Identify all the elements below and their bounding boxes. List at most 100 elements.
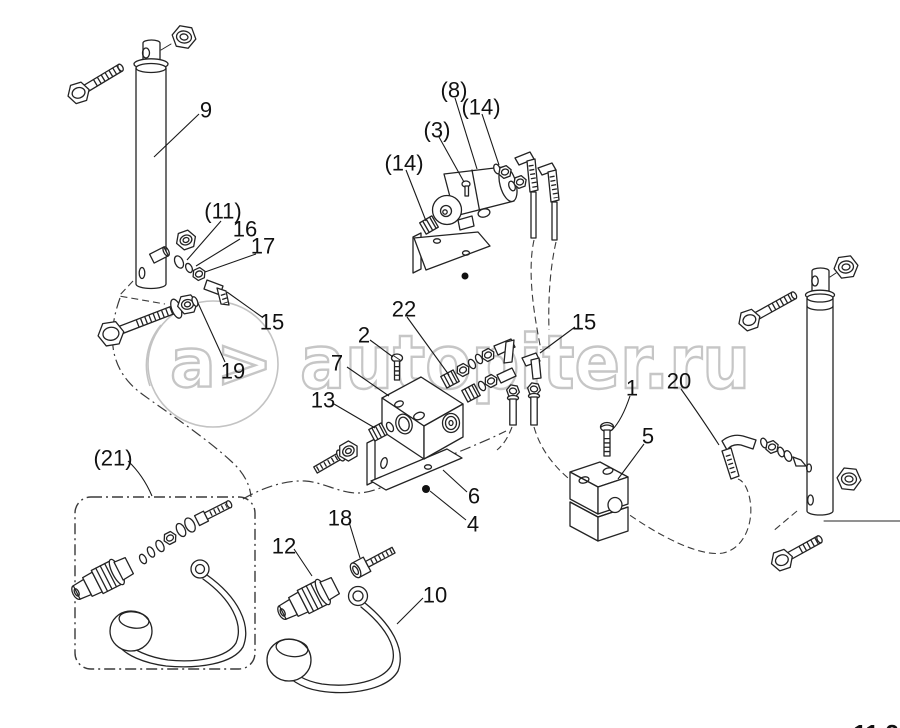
callout-16: 16: [233, 217, 257, 242]
fitting-13-bolt: [313, 437, 363, 474]
mount-point-dot: [461, 272, 469, 280]
valve-port-stub: [477, 208, 491, 218]
dust-cap-10-plug: [266, 638, 312, 682]
seal-washer-11: [173, 255, 185, 269]
hose-end-2-tube: [530, 396, 538, 426]
manifold-front-port-thread: [398, 416, 410, 432]
elbow-low-body: [496, 367, 517, 384]
cylinder-port-hole-left: [138, 266, 146, 280]
kit-box-21: [66, 496, 256, 670]
bolt-19-head: [95, 319, 127, 348]
callout-7: 7: [331, 351, 343, 376]
callout-8: (8): [441, 78, 468, 103]
manifold-side-port-ring: [444, 415, 458, 431]
cylinder-rim-right: [806, 297, 834, 303]
hex-21: [161, 529, 179, 547]
valve-foot: [457, 215, 475, 231]
manifold-top-oval: [413, 411, 425, 421]
bolt-18: [349, 546, 396, 579]
elbow-20-bend: [721, 434, 757, 451]
cylinder-tube-left: [135, 62, 167, 290]
fitting-cluster-22-15: [440, 338, 543, 426]
callout-14-right: (14): [461, 95, 500, 120]
hose-route-c: [620, 478, 752, 555]
hose-route-valve-2: [548, 241, 557, 331]
valve-ring-2: [508, 180, 516, 192]
watermark-logo-text: a>: [170, 325, 273, 404]
screw-1-head-dome: [600, 424, 614, 428]
callout-15-right: 15: [572, 310, 596, 335]
ring-22a: [467, 358, 477, 370]
cone-21: [138, 553, 148, 565]
elbow-15b-leg: [530, 357, 542, 380]
cone-20: [792, 456, 807, 467]
kit-box-border: [74, 496, 256, 670]
break-mark-right: [771, 510, 798, 533]
elbow-threads: [220, 293, 229, 304]
route-line-left: [111, 297, 252, 498]
solenoid-valve-assembly: [412, 151, 560, 280]
leader-lines: [127, 97, 720, 625]
dust-cap-10-strap-outer: [281, 602, 401, 694]
callout-9: 9: [200, 98, 212, 123]
dust-cap-10-plug-top: [275, 638, 309, 658]
callout-5: 5: [642, 424, 654, 449]
callout-2: 2: [358, 323, 370, 348]
callout-19: 19: [221, 359, 245, 384]
hose-route-valve: [530, 239, 542, 351]
callout-17: 17: [251, 234, 275, 259]
bracket-6-hole: [423, 464, 433, 470]
manifold-side-port-hole: [448, 419, 454, 427]
callout-12: 12: [272, 534, 296, 559]
rod-pin-hole-left: [141, 47, 151, 59]
dust-cap-21-eyelet-hole: [194, 563, 206, 575]
callout-labels: 9 (11) 16 17 15 19 (8) (14) (3) (14) 22 …: [93, 78, 691, 608]
bracket-6-plate: [370, 448, 463, 491]
callout-22: 22: [392, 297, 416, 322]
watermark-logo-circle-sketch: [145, 324, 162, 387]
ring-21a: [146, 546, 156, 558]
quick-coupler-12: [272, 572, 343, 628]
bolt-right-top: [735, 291, 798, 334]
assembly-axis-left: [160, 43, 172, 51]
hose-fitting-20: [721, 434, 807, 480]
dust-cap-10-eyelet: [347, 585, 369, 607]
valve-hose-1: [530, 191, 537, 239]
bolt-top-left: [64, 63, 124, 106]
callout-20: 20: [667, 369, 691, 394]
page-ref: 11.2: [853, 721, 898, 728]
ring-20b: [777, 446, 785, 458]
cylinder-side-port-right: [805, 463, 813, 473]
elbow-15a-leg: [503, 339, 515, 364]
bolt-right-bottom: [767, 535, 823, 574]
dust-cap-21-strap-outer: [118, 574, 247, 668]
hose-route-a: [496, 426, 513, 451]
callout-4: 4: [467, 512, 479, 537]
valve-coil-core: [439, 204, 453, 218]
callout-15-left: 15: [260, 310, 284, 335]
callout-18: 18: [328, 506, 352, 531]
clamp-pipe-notch: [607, 496, 623, 514]
valve-hose-crimp-1: [526, 158, 539, 193]
fitting-13-ring: [385, 421, 395, 433]
piston-rod-right: [811, 267, 830, 295]
valve-hose-2: [551, 201, 558, 241]
ring-21b: [155, 539, 165, 553]
dust-cap-21-strap-inner: [125, 578, 239, 662]
elbow-fitting-15-left-leg: [216, 287, 230, 306]
valve-body-seam: [471, 169, 481, 214]
coupler-12-group: [266, 546, 401, 694]
nut-right-middle: [835, 466, 863, 492]
bracket-6-flange: [366, 438, 376, 486]
manifold-top-hole: [394, 400, 404, 408]
bracket-hole-2: [461, 250, 471, 256]
callout-13: 13: [311, 388, 335, 413]
cylinder-rim-left: [135, 67, 167, 74]
hose-route-b: [533, 426, 569, 479]
port-nut: [172, 227, 200, 253]
hydraulic-cylinder-left: [133, 39, 172, 290]
elbow-20-threads: [725, 454, 737, 476]
callout-11: (11): [204, 199, 242, 224]
